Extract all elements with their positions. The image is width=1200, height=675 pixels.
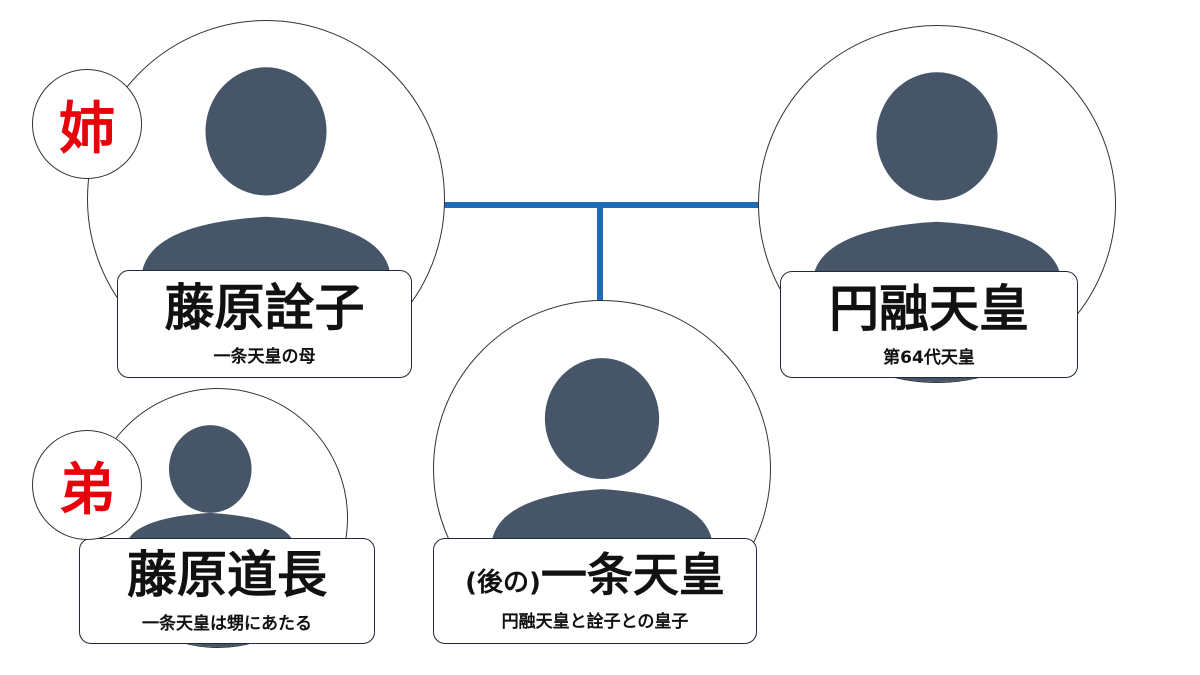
person-note: 第64代天皇 <box>883 347 975 368</box>
person-note: 円融天皇と詮子との皇子 <box>501 611 689 632</box>
name-card-ichijo: (後の)一条天皇 円融天皇と詮子との皇子 <box>433 538 757 644</box>
relation-badge-brother: 弟 <box>32 430 142 540</box>
person-note: 一条天皇は甥にあたる <box>142 614 312 634</box>
person-name: 藤原道長 <box>127 546 327 604</box>
name-card-senshi: 藤原詮子 一条天皇の母 <box>117 270 412 378</box>
person-name: 藤原詮子 <box>164 279 365 337</box>
person-name: 一条天皇 <box>540 548 725 603</box>
person-name: 円融天皇 <box>829 279 1029 338</box>
name-prefix: (後の) <box>465 568 541 599</box>
relation-badge-sister: 姉 <box>32 69 142 179</box>
name-card-enyu: 円融天皇 第64代天皇 <box>780 271 1078 378</box>
person-name-line: (後の)一条天皇 <box>465 550 725 601</box>
name-card-michinaga: 藤原道長 一条天皇は甥にあたる <box>79 538 375 644</box>
person-note: 一条天皇の母 <box>213 347 316 367</box>
